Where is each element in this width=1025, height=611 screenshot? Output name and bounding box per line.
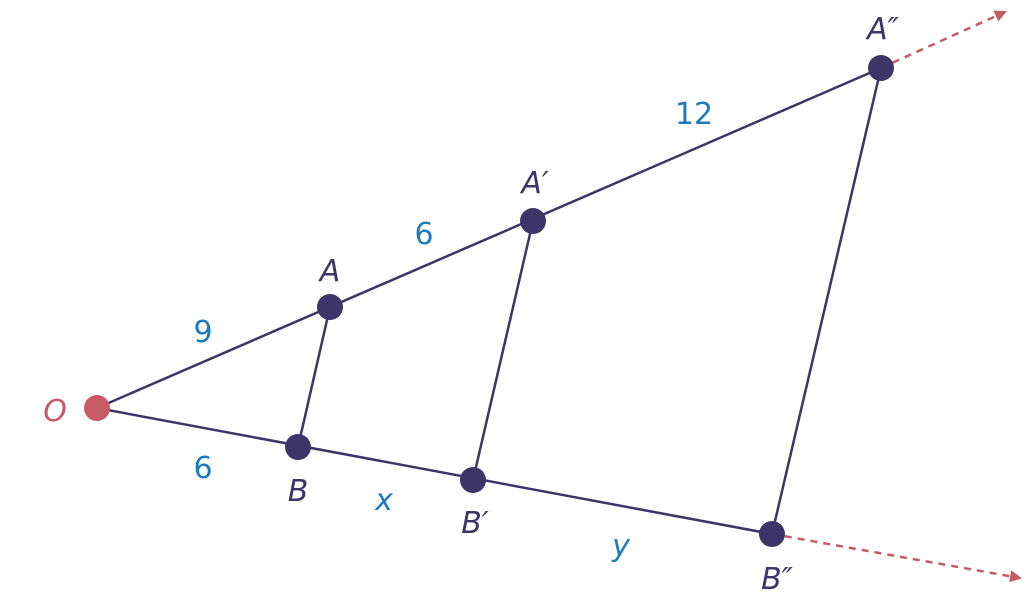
measure-a-prime-a-double-prime: 12 bbox=[675, 97, 713, 132]
measure-b-prime-b-double-prime: y bbox=[611, 529, 631, 564]
label-b-double-prime: B″ bbox=[761, 562, 794, 597]
point-a-double-prime bbox=[868, 55, 894, 81]
measure-oa: 9 bbox=[193, 315, 212, 350]
label-a-double-prime: A″ bbox=[865, 12, 900, 47]
point-a bbox=[317, 294, 343, 320]
ray-ob bbox=[96, 406, 773, 536]
segment-ab bbox=[296, 306, 332, 448]
point-a-prime bbox=[520, 208, 546, 234]
point-b-prime bbox=[460, 467, 486, 493]
ray-oa bbox=[96, 66, 882, 410]
label-b: B bbox=[288, 474, 309, 509]
measure-aa-prime: 6 bbox=[414, 217, 433, 252]
point-o bbox=[84, 395, 110, 421]
label-a: A bbox=[318, 254, 341, 289]
label-a-prime: A′ bbox=[519, 166, 549, 201]
segment-a1b1 bbox=[471, 220, 535, 481]
measure-bb-prime: x bbox=[374, 483, 393, 518]
label-b-prime: B′ bbox=[461, 506, 489, 541]
ray-extension-b bbox=[771, 532, 1022, 583]
ray-extension-a bbox=[880, 10, 1007, 70]
label-o: O bbox=[43, 394, 67, 429]
point-b bbox=[285, 434, 311, 460]
point-b-double-prime bbox=[759, 521, 785, 547]
segment-a2b2 bbox=[770, 67, 883, 535]
measure-ob: 6 bbox=[193, 451, 212, 486]
